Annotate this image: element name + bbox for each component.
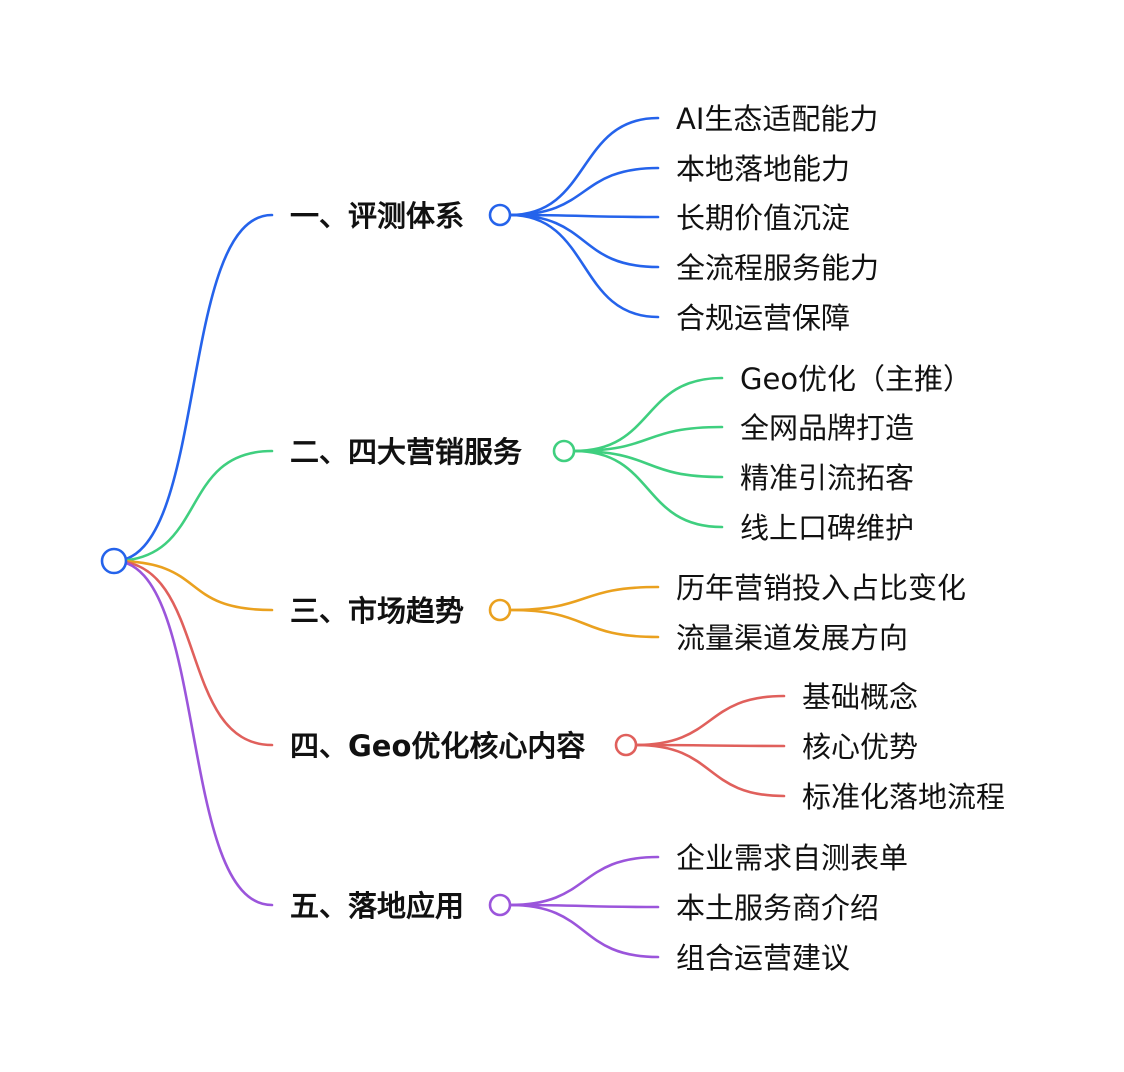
- edge-branch-5-leaf-3: [508, 903, 660, 959]
- edge-branch-3-leaf-2: [508, 608, 660, 639]
- nodes-layer: [100, 203, 638, 917]
- branch-5-leaf-3-label: 组合运营建议: [676, 941, 850, 975]
- edge-branch-1-leaf-5: [508, 213, 660, 319]
- branch-5-node[interactable]: [488, 893, 512, 917]
- labels-layer: 一、评测体系 AI生态适配能力本地落地能力长期价值沉淀全流程服务能力合规运营保障二…: [290, 102, 1005, 975]
- edge-root-to-branch-3: [112, 559, 274, 612]
- edge-root-to-branch-2: [112, 449, 274, 563]
- branch-1-leaf-2-label: 本地落地能力: [676, 152, 850, 186]
- branch-4-label: 四、Geo优化核心内容: [290, 729, 585, 763]
- edge-branch-1-leaf-4: [508, 213, 660, 269]
- edge-root-to-branch-4: [112, 559, 274, 747]
- branch-1-leaf-1-label: AI生态适配能力: [676, 102, 878, 136]
- branch-3-node[interactable]: [488, 598, 512, 622]
- branch-2-leaf-3-label: 精准引流拓客: [740, 461, 914, 495]
- branch-1-leaf-4-label: 全流程服务能力: [676, 251, 879, 285]
- branch-1-leaf-5-label: 合规运营保障: [676, 301, 850, 335]
- branch-5-label: 五、落地应用: [290, 889, 464, 923]
- root-node[interactable]: [100, 547, 128, 575]
- branch-4-leaf-1-label: 基础概念: [802, 680, 918, 714]
- branch-3-leaf-1-label: 历年营销投入占比变化: [676, 571, 966, 605]
- branch-4-leaf-2-label: 核心优势: [802, 730, 918, 764]
- branch-1-leaf-3-label: 长期价值沉淀: [676, 201, 850, 235]
- branch-1-node[interactable]: [488, 203, 512, 227]
- branch-2-leaf-1-label: Geo优化（主推）: [740, 362, 972, 396]
- edge-branch-2-leaf-1: [572, 376, 724, 453]
- edges-layer: [112, 116, 786, 959]
- branch-5-leaf-2-label: 本土服务商介绍: [676, 891, 879, 925]
- edge-branch-1-leaf-3: [508, 213, 660, 219]
- edge-branch-2-leaf-2: [572, 425, 724, 453]
- branch-3-leaf-2-label: 流量渠道发展方向: [676, 621, 908, 655]
- edge-branch-2-leaf-3: [572, 449, 724, 479]
- branch-4-node[interactable]: [614, 733, 638, 757]
- edge-branch-4-leaf-3: [634, 743, 786, 798]
- branch-2-leaf-2-label: 全网品牌打造: [740, 411, 914, 445]
- branch-1-label: 一、评测体系: [290, 199, 464, 233]
- edge-branch-1-leaf-1: [508, 116, 660, 217]
- branch-2-leaf-4-label: 线上口碑维护: [740, 511, 914, 545]
- branch-5-leaf-1-label: 企业需求自测表单: [676, 841, 908, 875]
- branch-2-node[interactable]: [552, 439, 576, 463]
- edge-root-to-branch-5: [112, 559, 274, 907]
- edge-branch-4-leaf-1: [634, 694, 786, 747]
- edge-branch-5-leaf-1: [508, 855, 660, 907]
- edge-branch-1-leaf-2: [508, 166, 660, 217]
- edge-branch-5-leaf-2: [508, 903, 660, 909]
- edge-root-to-branch-1: [112, 213, 274, 563]
- branch-4-leaf-3-label: 标准化落地流程: [802, 780, 1005, 814]
- branch-3-label: 三、市场趋势: [290, 594, 464, 628]
- edge-branch-4-leaf-2: [634, 743, 786, 748]
- branch-2-label: 二、四大营销服务: [290, 435, 522, 469]
- edge-branch-3-leaf-1: [508, 585, 660, 612]
- edge-branch-2-leaf-4: [572, 449, 724, 529]
